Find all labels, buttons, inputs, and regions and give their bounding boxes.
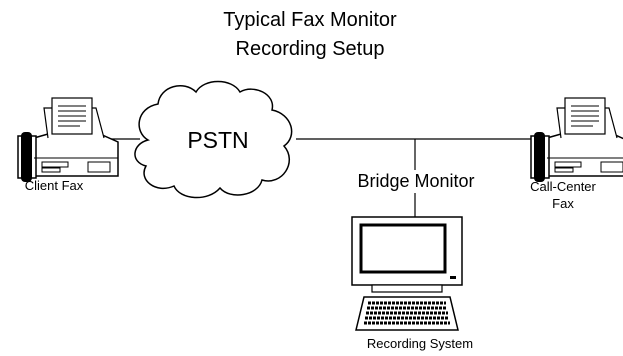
recording-system-label: Recording System [366, 336, 474, 351]
diagram-title-line-2: Recording Setup [235, 38, 385, 60]
pstn-cloud-icon [134, 80, 293, 199]
call-center-fax-icon [530, 97, 623, 183]
call-center-fax-label-line-1: Call-Center [530, 179, 596, 194]
diagram-title-line-1: Typical Fax Monitor [223, 9, 397, 31]
client-fax-icon [17, 97, 119, 183]
call-center-fax-label-line-2: Fax [552, 196, 574, 211]
bridge-monitor-label: Bridge Monitor [357, 171, 475, 191]
pstn-label: PSTN [187, 127, 249, 153]
keyboard-icon [355, 296, 459, 331]
computer-monitor-icon [351, 216, 463, 293]
client-fax-label: Client Fax [24, 178, 84, 193]
